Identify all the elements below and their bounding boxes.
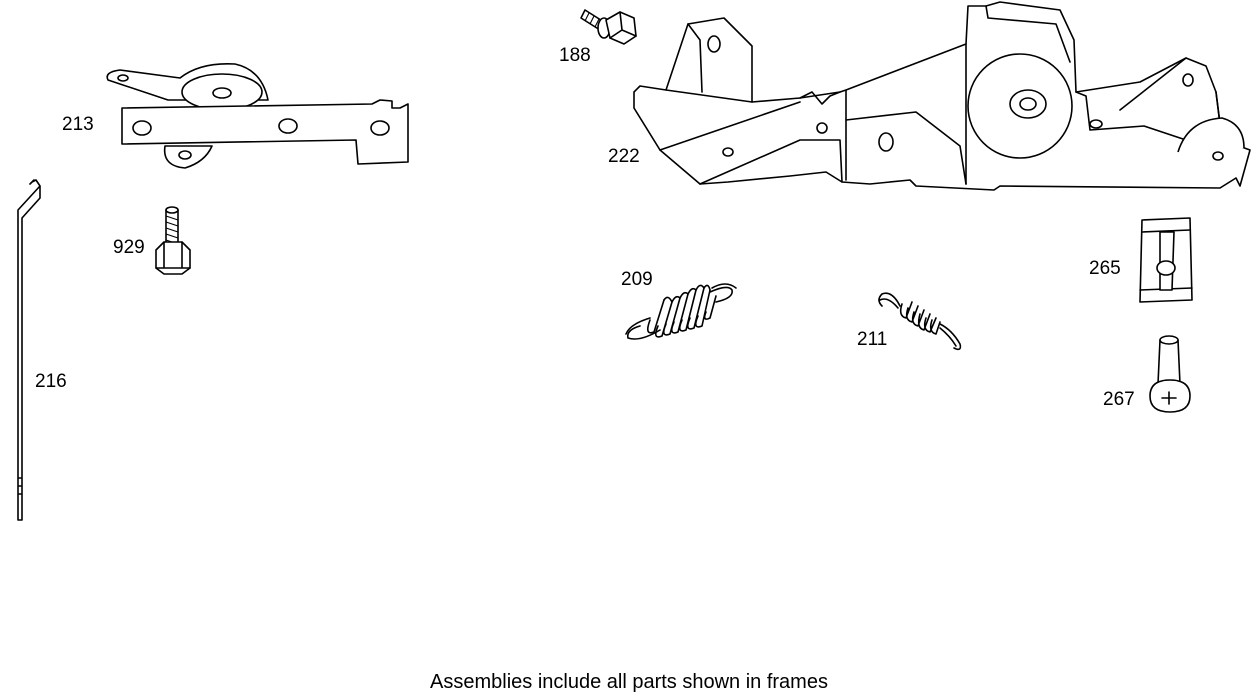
part-label-216: 216 xyxy=(35,371,67,392)
part-label-211: 211 xyxy=(857,329,888,350)
part-label-265: 265 xyxy=(1089,258,1121,279)
part-213-bracket xyxy=(106,62,409,169)
part-label-929: 929 xyxy=(113,237,145,258)
part-label-222: 222 xyxy=(608,146,640,167)
part-label-209: 209 xyxy=(621,269,653,290)
part-265-clip xyxy=(1139,217,1193,303)
part-929-screw xyxy=(155,206,191,275)
part-211-spring xyxy=(878,292,962,351)
part-188-bolt xyxy=(580,9,637,45)
part-label-213: 213 xyxy=(62,114,94,135)
part-216-rod xyxy=(17,179,41,521)
footer-note: Assemblies include all parts shown in fr… xyxy=(430,671,828,693)
part-label-188: 188 xyxy=(559,45,591,66)
part-label-267: 267 xyxy=(1103,389,1135,410)
part-209-spring xyxy=(625,283,737,340)
part-267-screw xyxy=(1149,335,1191,413)
part-222-bracket xyxy=(633,1,1251,191)
